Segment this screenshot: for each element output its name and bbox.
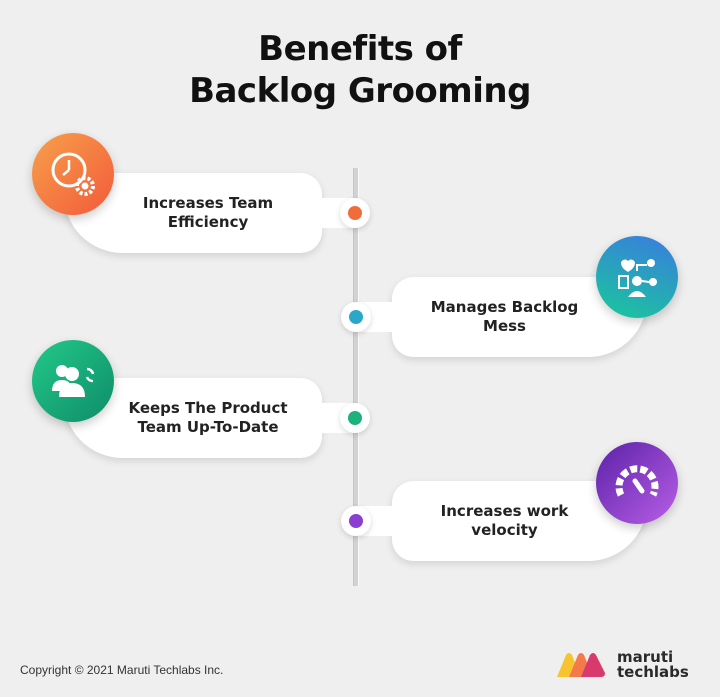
timeline-dot-green [348, 411, 362, 425]
timeline-node [341, 506, 371, 536]
timeline-node [340, 403, 370, 433]
timeline-dot-purple [349, 514, 363, 528]
benefit-label-line-1: Increases Team [142, 194, 274, 212]
logo-line-2: techlabs [617, 663, 689, 681]
benefit-label-line-1: Increases work [440, 502, 569, 520]
benefit-label-line-1: Keeps The Product [128, 399, 288, 417]
benefit-label-line-2: Team Up-To-Date [137, 418, 279, 436]
person-network-icon [596, 236, 678, 318]
timeline-node [341, 302, 371, 332]
benefit-label-line-2: Mess [483, 317, 526, 335]
title-line-2: Backlog Grooming [189, 71, 531, 111]
logo-line-1: maruti [617, 648, 674, 666]
logo-mark-icon [557, 653, 605, 677]
team-sync-icon [32, 340, 114, 422]
title-line-1: Benefits of [258, 29, 462, 69]
benefit-label-line-1: Manages Backlog [430, 298, 579, 316]
timeline-dot-teal [349, 310, 363, 324]
timeline-node [340, 198, 370, 228]
timeline-dot-orange [348, 206, 362, 220]
copyright-text: Copyright © 2021 Maruti Techlabs Inc. [20, 663, 224, 677]
benefit-label-line-2: Efficiency [167, 213, 249, 231]
timeline-line [353, 168, 359, 586]
speedometer-icon [596, 442, 678, 524]
company-logo: maruti techlabs [555, 650, 689, 680]
benefit-label-line-2: velocity [471, 521, 538, 539]
clock-gear-icon [32, 133, 114, 215]
page-title: Benefits of Backlog Grooming [0, 28, 720, 112]
